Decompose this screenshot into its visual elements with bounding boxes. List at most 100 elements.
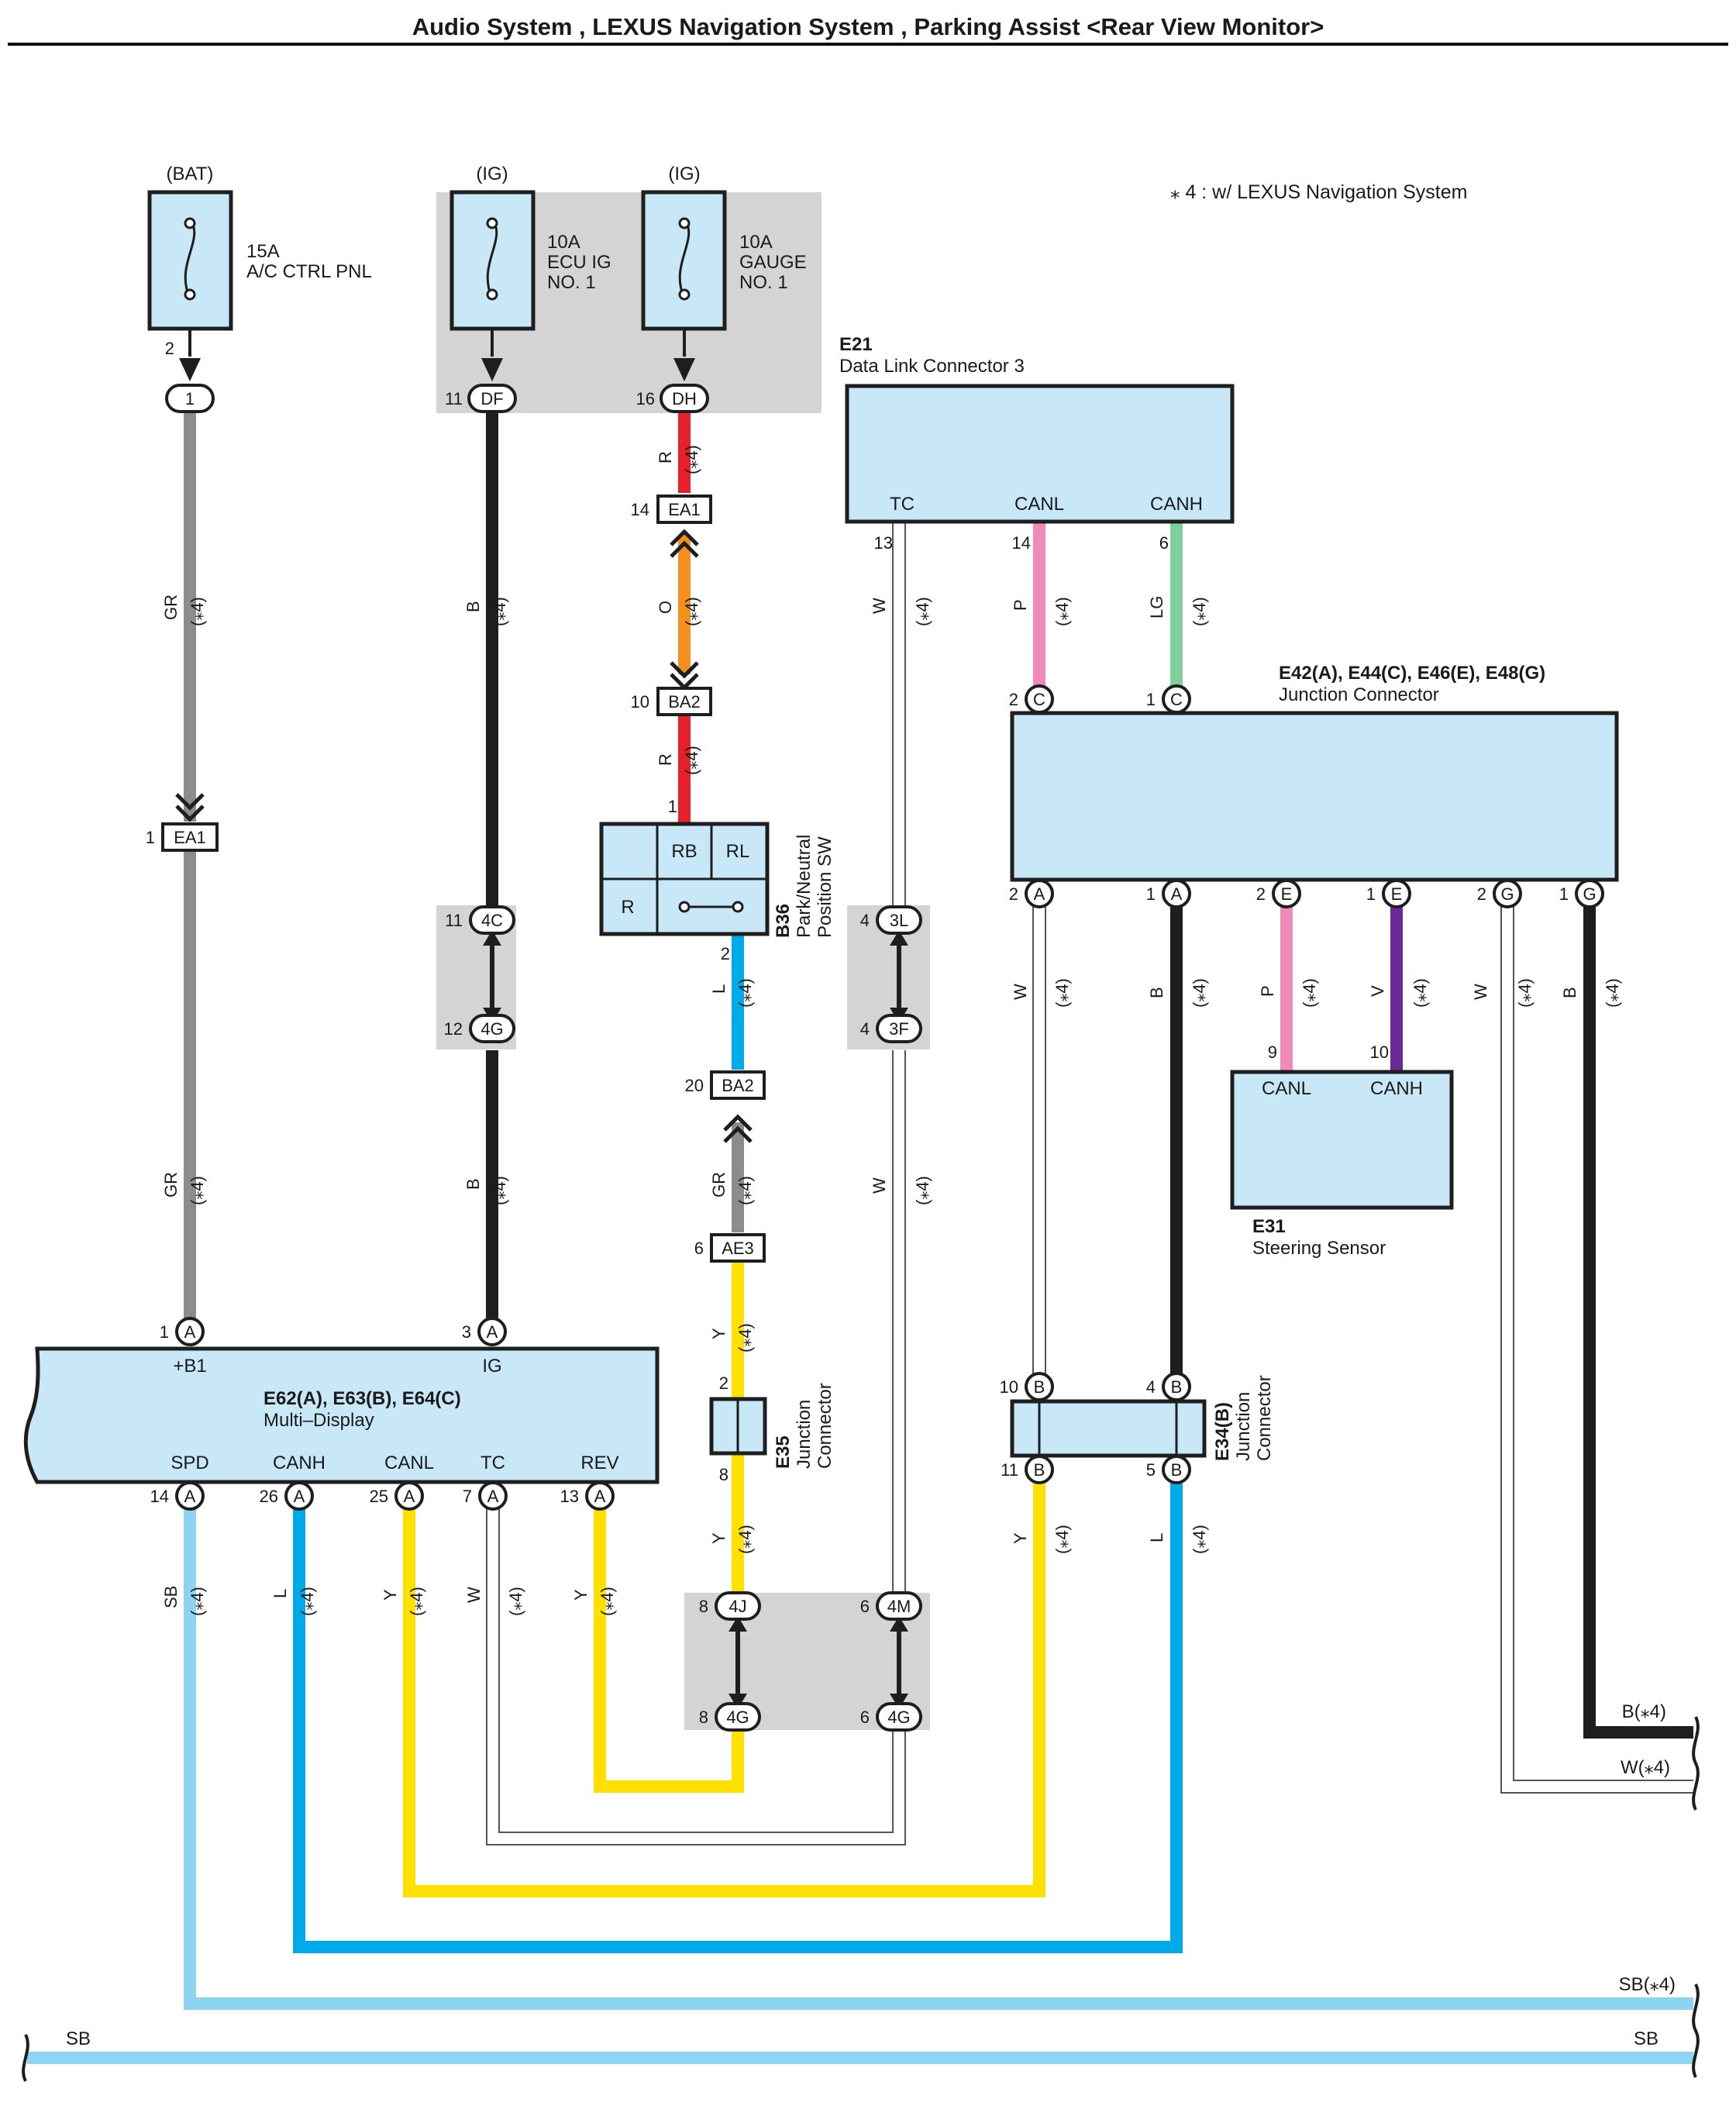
svg-text:Y: Y [709,1532,728,1544]
svg-text:(⁎4): (⁎4) [598,1587,617,1616]
svg-text:25: 25 [370,1487,388,1506]
svg-text:(⁎4): (⁎4) [490,597,509,626]
svg-text:2: 2 [1009,884,1018,904]
svg-text:A: A [594,1487,606,1506]
svg-text:A: A [1171,884,1183,904]
double-arrows [483,930,908,1709]
svg-text:Junction: Junction [794,1400,815,1469]
svg-text:LG: LG [1147,596,1166,619]
svg-text:(⁎4): (⁎4) [1052,1525,1072,1554]
multi-display: +B1 IG E62(A), E63(B), E64(C) Multi–Disp… [23,1317,660,1511]
svg-text:GR: GR [161,594,181,620]
svg-text:Y: Y [571,1589,591,1601]
fuse-gauge: (IG) 10A GAUGE NO. 1 [641,164,807,331]
svg-text:REV: REV [580,1453,618,1473]
svg-text:4G: 4G [887,1708,910,1727]
svg-text:2: 2 [1256,884,1266,904]
svg-text:Y: Y [709,1328,728,1339]
fuse-rating: 10A [739,232,773,253]
svg-text:1: 1 [160,1322,169,1342]
svg-text:(⁎4): (⁎4) [682,445,701,474]
svg-text:E42(A), E44(C), E46(E), E48(G): E42(A), E44(C), E46(E), E48(G) [1279,663,1545,684]
fuse-ecu-ig: (IG) 10A ECU IG NO. 1 [450,164,611,331]
svg-text:12: 12 [444,1019,463,1039]
svg-text:16: 16 [636,389,655,408]
svg-text:SB: SB [1634,2028,1658,2049]
fuse-source: (IG) [668,164,700,184]
svg-text:(⁎4): (⁎4) [735,1323,755,1353]
svg-text:1: 1 [1366,884,1376,904]
svg-text:1: 1 [146,828,155,847]
svg-text:14: 14 [1012,533,1031,553]
svg-text:1: 1 [185,389,195,408]
svg-text:R: R [656,753,675,766]
svg-text:P: P [1011,599,1030,611]
svg-text:CANH: CANH [273,1453,326,1473]
svg-text:9: 9 [1268,1042,1277,1062]
svg-text:L: L [1147,1533,1166,1542]
svg-text:DH: DH [672,389,697,408]
title-rule [8,43,1728,46]
svg-text:Junction Connector: Junction Connector [1279,684,1439,705]
svg-text:4: 4 [860,1019,870,1039]
park-neutral-switch: RB RL R 1 2 B36 Park/Neutral Position SW [599,797,835,963]
svg-text:BA2: BA2 [722,1076,754,1095]
svg-text:RB: RB [671,841,697,862]
svg-text:1: 1 [1146,690,1156,709]
svg-text:E35: E35 [773,1435,794,1469]
svg-text:B: B [1034,1377,1045,1397]
junction-connector-e35: 2 8 E35 Junction Connector [709,1373,835,1484]
svg-text:3L: 3L [890,911,908,930]
svg-text:(⁎4): (⁎4) [1410,978,1430,1008]
svg-text:V: V [1368,985,1387,997]
svg-text:RL: RL [726,841,750,862]
svg-text:W: W [1011,984,1030,1000]
svg-text:(⁎4): (⁎4) [1052,978,1072,1008]
arrowheads [179,358,695,381]
svg-text:E: E [1391,884,1403,904]
svg-text:Steering Sensor: Steering Sensor [1252,1238,1386,1259]
svg-text:SB(⁎4): SB(⁎4) [1619,1974,1676,1995]
svg-text:6: 6 [694,1239,704,1258]
fuse-rating: 10A [547,232,580,253]
svg-text:C: C [1033,690,1045,709]
svg-text:(⁎4): (⁎4) [682,597,701,626]
svg-text:10: 10 [1370,1042,1389,1062]
svg-text:(⁎4): (⁎4) [1190,597,1209,626]
fuse-name-2: NO. 1 [739,272,788,293]
svg-text:DF: DF [480,389,503,408]
svg-text:P: P [1258,985,1277,997]
connector-pills: 1 2 DF 11 DH 16 EA1 14 BA2 10 EA1 1 4C 1… [146,339,922,1732]
svg-text:13: 13 [874,533,893,553]
svg-text:(⁎4): (⁎4) [506,1587,525,1616]
svg-text:(⁎4): (⁎4) [682,746,701,775]
svg-text:B(⁎4): B(⁎4) [1622,1701,1666,1722]
svg-text:20: 20 [685,1076,704,1095]
svg-text:(⁎4): (⁎4) [735,1525,755,1554]
svg-text:A: A [404,1487,415,1506]
svg-text:A: A [184,1487,196,1506]
fuse-source: (IG) [476,164,508,184]
svg-text:(⁎4): (⁎4) [490,1176,509,1205]
svg-text:CANH: CANH [1370,1078,1423,1099]
svg-text:(⁎4): (⁎4) [735,1176,755,1205]
svg-text:Position SW: Position SW [815,836,835,938]
svg-text:6: 6 [860,1708,870,1727]
svg-text:W: W [870,598,889,614]
svg-text:1: 1 [668,797,677,816]
svg-text:Park/Neutral: Park/Neutral [794,835,815,938]
svg-text:Junction: Junction [1233,1392,1254,1461]
svg-text:2: 2 [719,1373,728,1393]
svg-text:SB: SB [161,1586,181,1608]
chevrons [175,529,753,1143]
svg-text:G: G [1500,884,1514,904]
svg-text:TC: TC [480,1453,505,1473]
svg-text:7: 7 [463,1487,472,1506]
svg-text:2: 2 [1009,690,1018,709]
svg-text:L: L [270,1589,290,1598]
svg-text:4: 4 [1146,1377,1156,1397]
svg-text:EA1: EA1 [174,828,206,847]
svg-text:(⁎4): (⁎4) [1190,978,1209,1008]
svg-text:(⁎4): (⁎4) [188,597,207,626]
